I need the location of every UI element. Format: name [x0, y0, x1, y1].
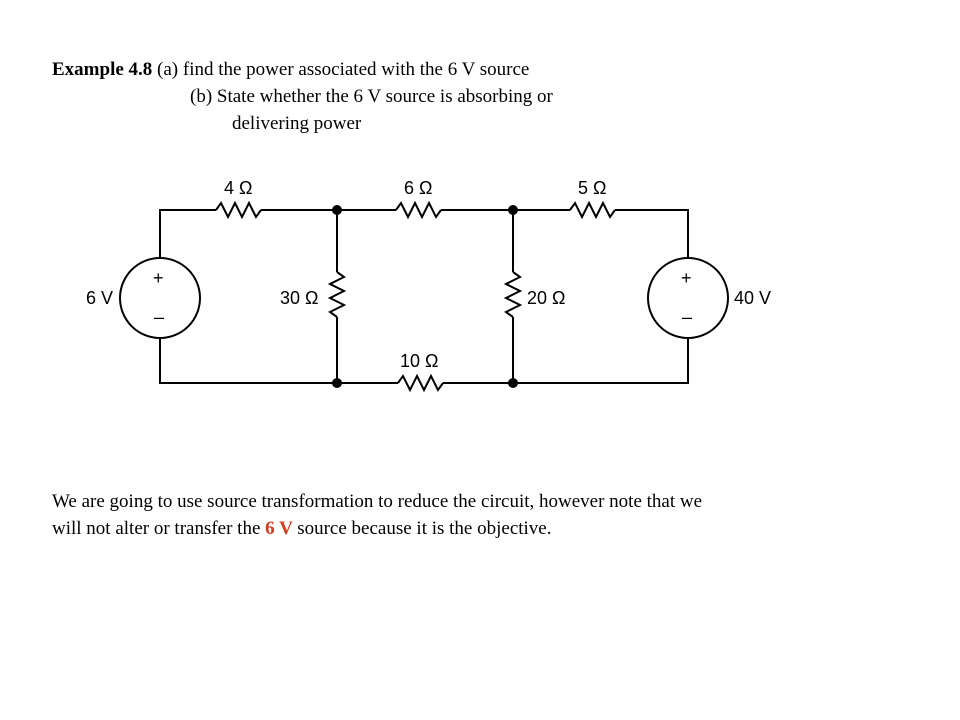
label-20ohm: 20 Ω [527, 288, 565, 308]
resistor-20ohm [503, 210, 523, 383]
explanation-line-2-start: will not alter or transfer the [52, 518, 266, 539]
node-bottom-left [332, 378, 342, 388]
node-top-left [332, 205, 342, 215]
circuit-background [80, 168, 800, 404]
resistor-30ohm [327, 210, 347, 383]
resistor-10ohm [397, 373, 444, 393]
circuit-diagram: + – + – 4 Ω 6 Ω 5 Ω 30 Ω 20 Ω 10 Ω 6 V 4… [80, 168, 800, 404]
voltage-source-6v [119, 257, 201, 339]
source-right-minus: – [682, 307, 692, 327]
label-6ohm: 6 Ω [404, 178, 432, 198]
label-30ohm: 30 Ω [280, 288, 318, 308]
label-40v-source: 40 V [734, 288, 771, 308]
explanation-line-2-end: source because it is the objective. [297, 518, 552, 539]
node-top-right [508, 205, 518, 215]
source-left-minus: – [154, 307, 164, 327]
explanation-line-2: will not alter or transfer the 6 V sourc… [52, 515, 922, 542]
source-right-plus: + [681, 268, 692, 288]
problem-statement: Example 4.8 (a) find the power associate… [52, 56, 553, 137]
part-b-text: (b) State whether the 6 V source is abso… [190, 86, 553, 107]
bottom-wire [159, 338, 689, 393]
label-4ohm: 4 Ω [224, 178, 252, 198]
explanation-line-1: We are going to use source transformatio… [52, 491, 703, 512]
label-5ohm: 5 Ω [578, 178, 606, 198]
resistor-4ohm [215, 200, 262, 220]
example-label: Example 4.8 [52, 59, 153, 80]
resistor-5ohm [569, 200, 616, 220]
node-bottom-right [508, 378, 518, 388]
part-a-text: (a) find the power associated with the 6… [157, 59, 530, 80]
resistor-6ohm [395, 200, 442, 220]
top-wire [159, 200, 689, 258]
explanation-text: We are going to use source transformatio… [52, 488, 922, 542]
problem-line-a: Example 4.8 (a) find the power associate… [52, 56, 553, 83]
source-left-plus: + [153, 268, 164, 288]
label-6v-source: 6 V [86, 288, 113, 308]
part-b-continuation: delivering power [232, 113, 362, 134]
voltage-source-40v [647, 257, 729, 339]
highlight-6v: 6 V [265, 518, 298, 539]
label-10ohm: 10 Ω [400, 351, 438, 371]
